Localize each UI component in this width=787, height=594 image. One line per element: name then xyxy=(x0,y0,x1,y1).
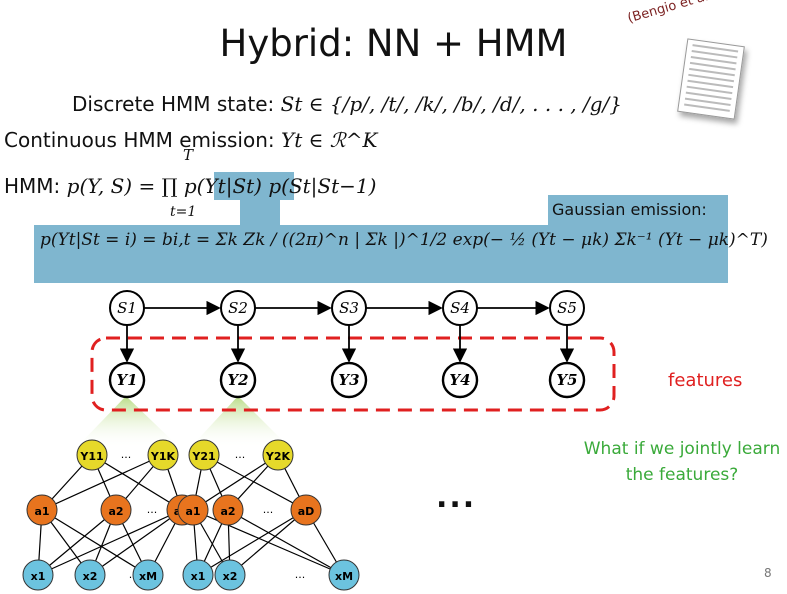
ellipsis: ... xyxy=(436,480,477,515)
nn-input-label: x2 xyxy=(83,570,98,583)
gaussian-emission-label: Gaussian emission: xyxy=(552,200,707,219)
nn-output-node xyxy=(147,439,179,471)
nn-output-node xyxy=(188,439,220,471)
nn-input-node xyxy=(132,559,164,591)
nn-input-node xyxy=(214,559,246,591)
hmm-emission-label: Y2 xyxy=(227,371,248,389)
nn-input-label: xM xyxy=(335,570,353,583)
hmm-emission-label: Y4 xyxy=(449,371,470,389)
nn-edge xyxy=(37,509,183,576)
nn-output-label: Y21 xyxy=(191,450,215,463)
nn-edge xyxy=(203,454,307,511)
nn-input-label: x1 xyxy=(191,570,206,583)
nn-ellipsis: ... xyxy=(147,503,158,516)
gaussian-formula-box xyxy=(34,225,728,283)
nn-ellipsis: ... xyxy=(263,503,274,516)
hmm-state-node xyxy=(220,290,256,326)
nn-output-node xyxy=(76,439,108,471)
nn-input-label: x1 xyxy=(31,570,46,583)
gaussian-label-box xyxy=(548,195,728,225)
features-box xyxy=(90,336,616,412)
hmm-state-label: S2 xyxy=(228,299,248,317)
hmm-emission-node xyxy=(330,361,368,399)
nn-input-node xyxy=(182,559,214,591)
nn-edge xyxy=(227,509,345,576)
nn-edge xyxy=(89,509,183,576)
feature-cone-1 xyxy=(76,396,180,448)
nn-edge xyxy=(37,509,117,576)
nn-output-label: Y2K xyxy=(265,450,291,463)
hmm-emission-label: Y5 xyxy=(556,371,577,389)
nn-ellipsis: ... xyxy=(235,448,246,461)
nn-edge xyxy=(192,509,345,576)
nn-output-node xyxy=(262,439,294,471)
hmm-math: p(Y, S) = ∏ p(Yt|St) p(St|St−1) xyxy=(66,174,377,198)
nn-edge xyxy=(41,509,149,576)
hmm-emission-node xyxy=(441,361,479,399)
nn-hidden-node xyxy=(290,494,322,526)
hmm-emission-node xyxy=(219,361,257,399)
discrete-math: St ∈ {/p/, /t/, /k/, /b/, /d/, . . . , /… xyxy=(280,92,623,116)
nn-input-node xyxy=(22,559,54,591)
nn-hidden-label: a2 xyxy=(108,505,123,518)
hmm-state-label: S5 xyxy=(557,299,577,317)
hmm-emission-node xyxy=(108,361,146,399)
nn-hidden-node xyxy=(26,494,58,526)
nn-hidden-node xyxy=(100,494,132,526)
hmm-state-label: S3 xyxy=(339,299,359,317)
nn-input-node xyxy=(328,559,360,591)
product-lower-limit: t=1 xyxy=(170,204,197,220)
nn-edge xyxy=(192,454,279,511)
hmm-emission-node xyxy=(548,361,586,399)
nn-edge xyxy=(41,454,164,511)
nn-input-node xyxy=(74,559,106,591)
question-text: What if we jointly learn the features? xyxy=(583,439,781,485)
page-number: 8 xyxy=(764,566,772,580)
continuous-emission-line: Continuous HMM emission: Yt ∈ ℛ^K xyxy=(4,128,377,152)
feature-cone-2 xyxy=(190,396,290,448)
nn-hidden-label: a1 xyxy=(185,505,200,518)
nn-hidden-label: aD xyxy=(298,505,315,518)
hmm-state-node xyxy=(549,290,585,326)
hmm-emission-label: Y1 xyxy=(116,371,137,389)
nn-input-label: x2 xyxy=(223,570,238,583)
continuous-label: Continuous HMM emission: xyxy=(4,128,275,152)
hmm-line: HMM: p(Y, S) = ∏ p(Yt|St) p(St|St−1) xyxy=(4,174,376,198)
emission-connector xyxy=(240,200,280,228)
nn-output-label: Y1K xyxy=(150,450,176,463)
product-upper-limit: T xyxy=(183,146,194,164)
nn-input-label: xM xyxy=(139,570,157,583)
hmm-state-label: S4 xyxy=(450,299,470,317)
nn-hidden-node xyxy=(177,494,209,526)
nn-hidden-label: a2 xyxy=(220,505,235,518)
emission-highlight xyxy=(214,172,294,200)
nn-edge xyxy=(91,454,183,511)
hmm-state-label: S1 xyxy=(117,299,137,317)
hmm-state-node xyxy=(331,290,367,326)
hmm-emission-label: Y3 xyxy=(338,371,359,389)
hmm-state-node xyxy=(442,290,478,326)
nn-edge xyxy=(197,509,307,576)
nn-hidden-node xyxy=(212,494,244,526)
nn-ellipsis: ... xyxy=(121,448,132,461)
hmm-label: HMM: xyxy=(4,174,61,198)
discrete-label: Discrete HMM state: xyxy=(72,92,275,116)
nn-output-label: Y11 xyxy=(79,450,103,463)
hmm-state-node xyxy=(109,290,145,326)
slide-title: Hybrid: NN + HMM xyxy=(219,22,568,65)
nn-ellipsis: ... xyxy=(295,568,306,581)
nn-hidden-label: a1 xyxy=(34,505,49,518)
continuous-math: Yt ∈ ℛ^K xyxy=(280,128,378,152)
gaussian-formula: p(Yt|St = i) = bi,t = Σk Zk / ((2π)^n | … xyxy=(40,230,768,250)
discrete-state-line: Discrete HMM state: St ∈ {/p/, /t/, /k/,… xyxy=(72,92,622,116)
features-label: features xyxy=(668,370,743,391)
